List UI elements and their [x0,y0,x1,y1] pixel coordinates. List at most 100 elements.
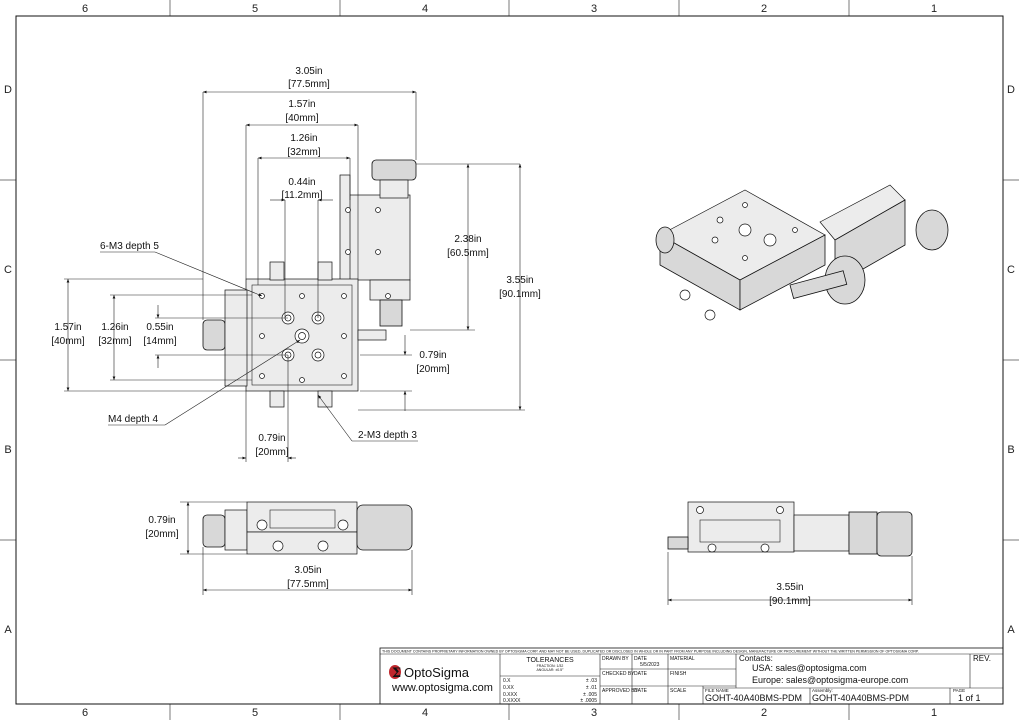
drawn-by-label: DRAWN BY [602,656,629,662]
front-view-dim-text: 0.79in [20mm] 3.05in [77.5mm] [145,515,329,590]
rev-label: REV. [973,654,991,663]
title-block: THIS DOCUMENT CONTAINS PROPRIETARY INFOR… [379,647,1004,705]
dim-left-32-mm: [32mm] [98,336,132,347]
zone-label: 2 [761,3,767,15]
optosigma-logo: Σ [389,665,401,681]
scale-label: SCALE [670,688,687,694]
svg-text:Σ: Σ [392,666,401,681]
dim-front-width-in: 3.05in [294,565,321,576]
side-view-dimensions [667,552,913,605]
zone-label: 2 [761,707,767,719]
tol-key: 0.X [503,678,511,684]
dim-overall-width-mm: [77.5mm] [288,79,330,90]
dim-width-40-mm: [40mm] [285,113,319,124]
assembly-label: Assembly: [812,688,833,693]
dim-left-14-in: 0.55in [146,322,173,333]
page-label: PAGE [953,688,965,693]
zone-label: 5 [252,707,258,719]
dim-front-height-in: 0.79in [148,515,175,526]
checked-by-label: CHECKED BY [602,671,635,677]
dim-left-40-in: 1.57in [54,322,81,333]
dim-overall-width-in: 3.05in [295,66,322,77]
dim-side-width-in: 3.55in [776,582,803,593]
date-label: DATE [634,688,648,694]
zone-labels-left: D C B A [4,84,12,636]
top-view-dimensions [64,90,525,462]
front-view [202,501,413,555]
zone-label: 5 [252,3,258,15]
tolerances-label: TOLERANCES [526,657,574,664]
disclaimer-text: THIS DOCUMENT CONTAINS PROPRIETARY INFOR… [382,650,919,654]
page-number: 1 of 1 [958,693,981,703]
dim-left-40-mm: [40mm] [51,336,85,347]
zone-label: 4 [422,3,428,15]
tol-val: ± .01 [586,685,597,691]
dim-side-width-mm: [90.1mm] [769,596,811,607]
dim-width-32-in: 1.26in [290,133,317,144]
dim-front-height-mm: [20mm] [145,529,179,540]
zone-label: 4 [422,707,428,719]
callout-m4: M4 depth 4 [108,414,158,425]
tol-val: ± .03 [586,678,597,684]
dim-height-60-mm: [60.5mm] [447,248,489,259]
dim-width-11-in: 0.44in [288,177,315,188]
dim-bottom-20-in: 0.79in [258,433,285,444]
dim-height-90-in: 3.55in [506,275,533,286]
tol-key: 0.XXXX [503,698,521,704]
material-label: MATERIAL [670,656,695,662]
dim-right-20-mm: [20mm] [416,364,450,375]
dim-front-width-mm: [77.5mm] [287,579,329,590]
date-label: DATE [634,671,648,677]
zone-labels-top: 6 5 4 3 2 1 [82,3,937,15]
zone-label: 6 [82,707,88,719]
isometric-view [655,184,949,321]
side-view-dim-text: 3.55in [90.1mm] [769,582,811,607]
tol-val: ± .0005 [580,698,597,704]
zone-labels-bottom: 6 5 4 3 2 1 [82,707,937,719]
dim-right-20-in: 0.79in [419,350,446,361]
zone-label: B [1007,444,1014,456]
dim-width-11-mm: [11.2mm] [282,190,323,201]
callout-2-m3: 2-M3 depth 3 [358,430,417,441]
finish-label: FINISH [670,671,687,677]
zone-label: C [4,264,12,276]
file-name-label: FILE NAME [705,688,729,693]
tol-key: 0.XXX [503,692,518,698]
company-website: www.optosigma.com [391,682,493,694]
callout-6-m3: 6-M3 depth 5 [100,241,159,252]
dim-height-90-mm: [90.1mm] [499,289,541,300]
zone-label: C [1007,264,1015,276]
contacts-label: Contacts: [739,654,773,663]
zone-label: 1 [931,3,937,15]
contact-europe: Europe: sales@optosigma-europe.com [752,675,908,685]
zone-labels-right: D C B A [1007,84,1015,636]
zone-label: 6 [82,3,88,15]
dim-height-60-in: 2.38in [454,234,481,245]
approved-by-label: APPROVED BY [602,688,639,694]
tol-key: 0.XX [503,685,515,691]
date-label: DATE [634,656,648,662]
dim-left-14-mm: [14mm] [143,336,177,347]
date-value: 5/5/2023 [640,662,660,668]
zone-label: A [1007,624,1015,636]
fraction-text: FRACTION: 1/32 [537,664,564,668]
zone-label: D [1007,84,1015,96]
zone-label: 1 [931,707,937,719]
company-name: OptoSigma [404,665,470,680]
sheet-border [15,15,1004,705]
top-view-dim-text: 3.05in [77.5mm] 1.57in [40mm] 1.26in [32… [51,66,541,458]
dim-width-40-in: 1.57in [288,99,315,110]
zone-label: 3 [591,3,597,15]
zone-label: A [4,624,12,636]
contact-usa: USA: sales@optosigma.com [752,663,867,673]
front-view-dimensions [180,501,413,595]
dim-bottom-20-mm: [20mm] [255,447,289,458]
dim-left-32-in: 1.26in [101,322,128,333]
dim-width-32-mm: [32mm] [287,147,321,158]
file-name: GOHT-40A40BMS-PDM [705,693,802,703]
tol-val: ± .005 [583,692,597,698]
zone-label: B [4,444,11,456]
top-view [202,159,417,408]
